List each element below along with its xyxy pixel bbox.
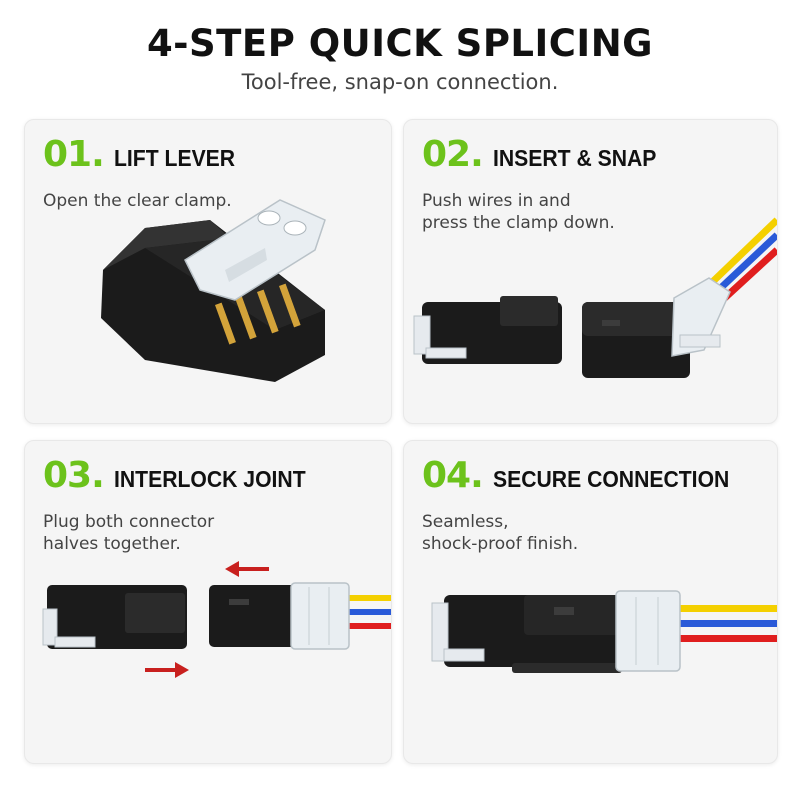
connector-halves-arrows-icon: [42, 561, 391, 678]
step-card-3: 03. INTERLOCK JOINT Plug both connector …: [24, 440, 392, 764]
step-title-2: INSERT & SNAP: [492, 145, 657, 171]
step-description-3: Plug both connector halves together.: [43, 511, 214, 555]
step-description-line: Plug both connector: [43, 512, 215, 532]
step-heading-3: 03. INTERLOCK JOINT: [43, 455, 322, 496]
step-card-2: 02. INSERT & SNAP Push wires in and pres…: [403, 119, 778, 424]
step-description-line: Seamless,: [422, 512, 509, 532]
step-number-4: 04.: [422, 455, 484, 496]
step-title-4: SECURE CONNECTION: [492, 466, 730, 492]
page-subtitle: Tool-free, snap-on connection.: [241, 70, 559, 94]
step-description-2: Push wires in and press the clamp down.: [422, 190, 615, 234]
step-description-4: Seamless, shock-proof finish.: [422, 511, 578, 555]
step-number-1: 01.: [43, 134, 105, 175]
step-heading-1: 01. LIFT LEVER: [43, 134, 245, 175]
connector-joined-icon: [431, 590, 777, 673]
step-description-line: shock-proof finish.: [422, 534, 579, 554]
step-description-line: press the clamp down.: [422, 213, 615, 233]
connector-insert-wires-icon: [413, 217, 777, 378]
step-heading-4: 04. SECURE CONNECTION: [422, 455, 750, 496]
step-description-line: halves together.: [43, 534, 181, 554]
step-heading-2: 02. INSERT & SNAP: [422, 134, 670, 175]
step-description-line: Open the clear clamp.: [43, 191, 232, 211]
step-card-4: 04. SECURE CONNECTION Seamless, shock-pr…: [403, 440, 778, 764]
step-card-1: 01. LIFT LEVER Open the clear clamp.: [24, 119, 392, 424]
step-number-3: 03.: [43, 455, 105, 496]
arrow-right-icon: [145, 662, 189, 678]
connector-open-clamp-icon: [101, 199, 326, 382]
step-title-3: INTERLOCK JOINT: [113, 466, 306, 492]
step-description-line: Push wires in and: [422, 191, 571, 211]
step-number-2: 02.: [422, 134, 484, 175]
arrow-left-icon: [225, 561, 269, 577]
step-title-1: LIFT LEVER: [113, 145, 235, 171]
page-title: 4-STEP QUICK SPLICING: [146, 22, 654, 65]
step-description-1: Open the clear clamp.: [43, 190, 232, 212]
